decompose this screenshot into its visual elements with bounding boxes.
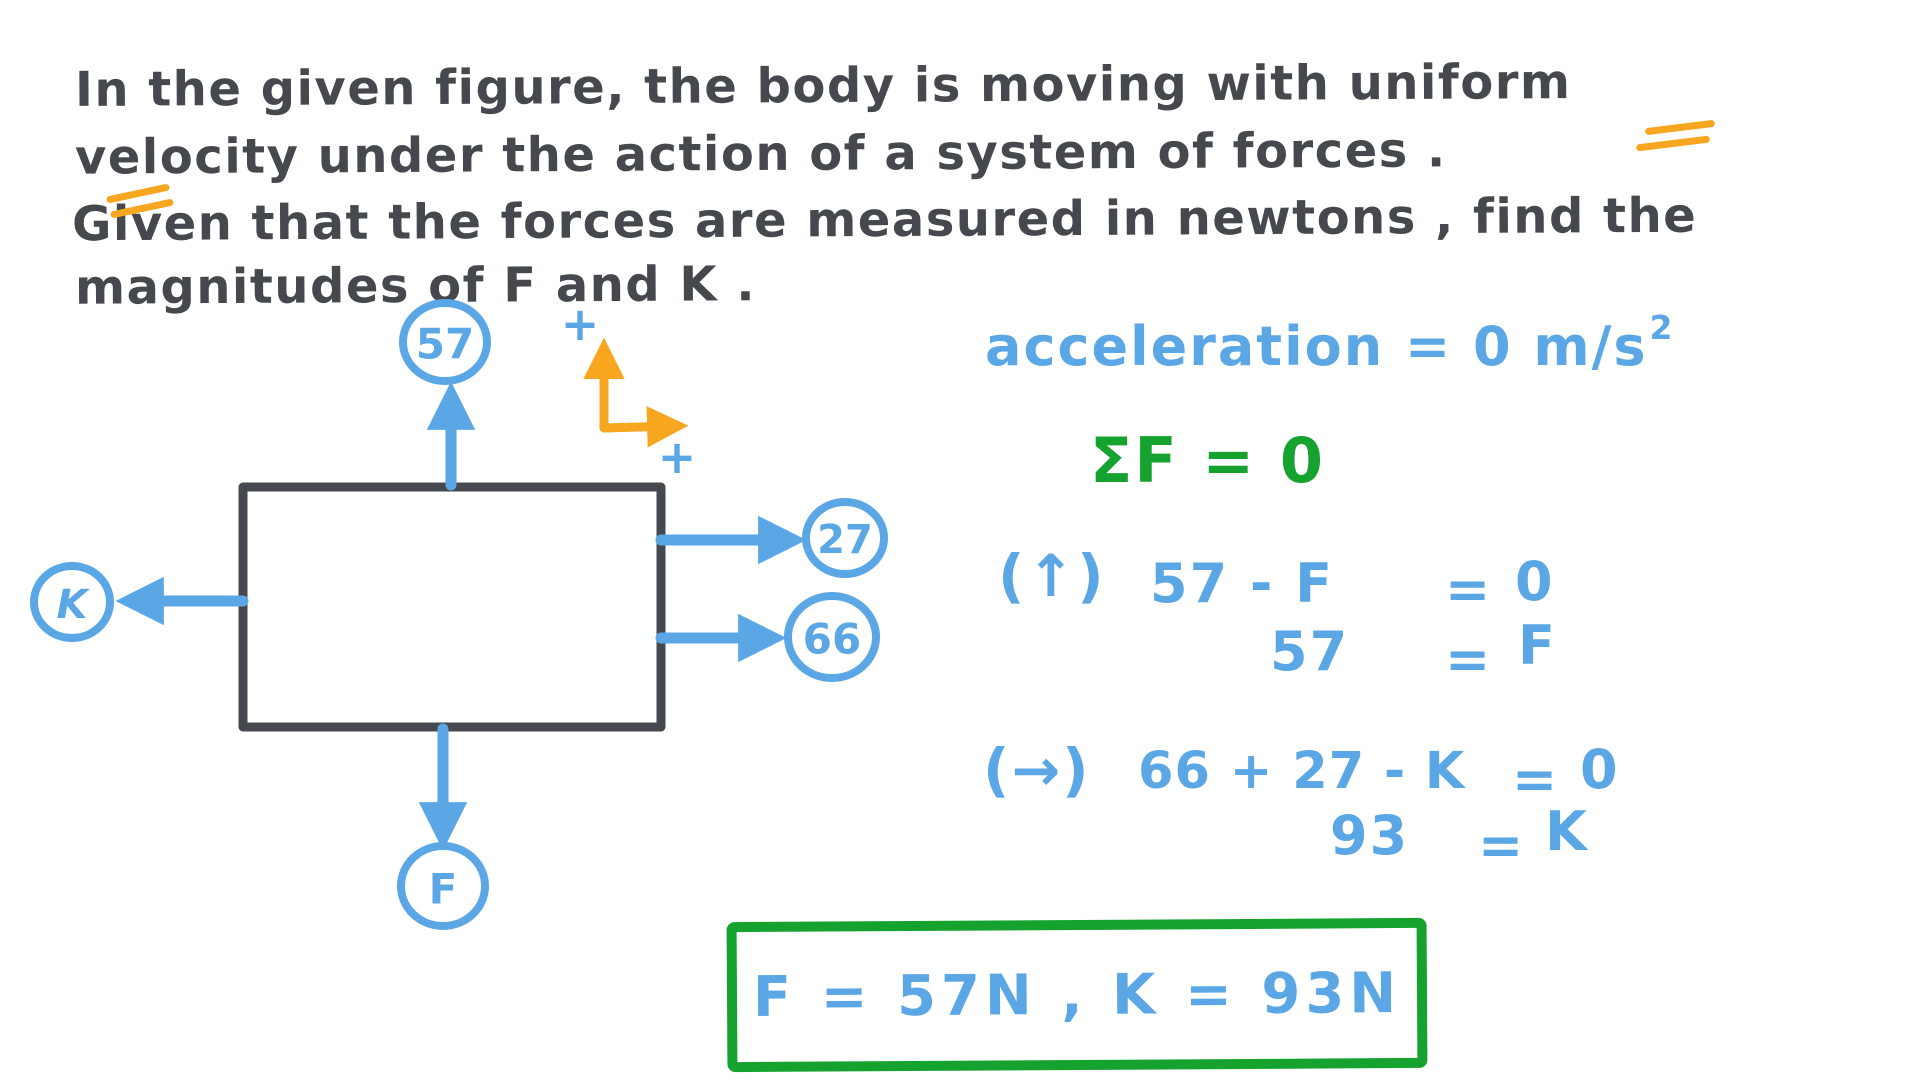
force-label-right-upper: 27 bbox=[817, 517, 873, 563]
acceleration-exponent: 2 bbox=[1649, 308, 1675, 347]
axis-arrow-right-icon bbox=[599, 406, 689, 448]
horizontal-result-lhs: 93 bbox=[1330, 804, 1410, 867]
axis-plus-horizontal-icon: + bbox=[658, 430, 697, 484]
acceleration-equation: acceleration = 0 m/s2 bbox=[985, 308, 1672, 378]
horizontal-equation-lhs: 66 + 27 - K bbox=[1138, 742, 1466, 801]
force-circle-right-lower bbox=[784, 592, 880, 682]
vertical-direction-symbol: (↑) bbox=[998, 542, 1106, 610]
force-label-up: 57 bbox=[416, 320, 474, 369]
net-force-equation: ΣF = 0 bbox=[1090, 424, 1325, 497]
axis-plus-vertical-icon: + bbox=[561, 297, 600, 351]
vertical-equation-equals: = bbox=[1445, 558, 1493, 621]
body-rectangle bbox=[238, 482, 666, 732]
force-label-left: K bbox=[57, 582, 91, 628]
vertical-equation-rhs: 0 bbox=[1515, 550, 1555, 613]
horizontal-equation-rhs: 0 bbox=[1580, 738, 1620, 801]
vertical-result-equals: = bbox=[1445, 628, 1493, 691]
force-circle-up bbox=[399, 299, 491, 385]
horizontal-direction-symbol: (→) bbox=[983, 736, 1091, 804]
answer-box: F = 57N , K = 93N bbox=[726, 917, 1428, 1073]
force-circle-right-upper bbox=[802, 498, 888, 578]
horizontal-result-rhs: K bbox=[1545, 800, 1589, 863]
force-circle-left bbox=[30, 562, 114, 642]
force-label-right-lower: 66 bbox=[803, 615, 861, 664]
force-circle-down bbox=[397, 842, 489, 930]
vertical-equation-lhs: 57 - F bbox=[1150, 552, 1335, 615]
force-label-down: F bbox=[429, 865, 458, 914]
acceleration-text: acceleration = 0 m/s bbox=[985, 315, 1648, 378]
vertical-result-lhs: 57 bbox=[1270, 620, 1350, 683]
horizontal-result-equals: = bbox=[1478, 814, 1526, 877]
final-answer: F = 57N , K = 93N bbox=[752, 960, 1402, 1030]
vertical-result-rhs: F bbox=[1518, 614, 1557, 677]
horizontal-equation-equals: = bbox=[1512, 748, 1560, 811]
